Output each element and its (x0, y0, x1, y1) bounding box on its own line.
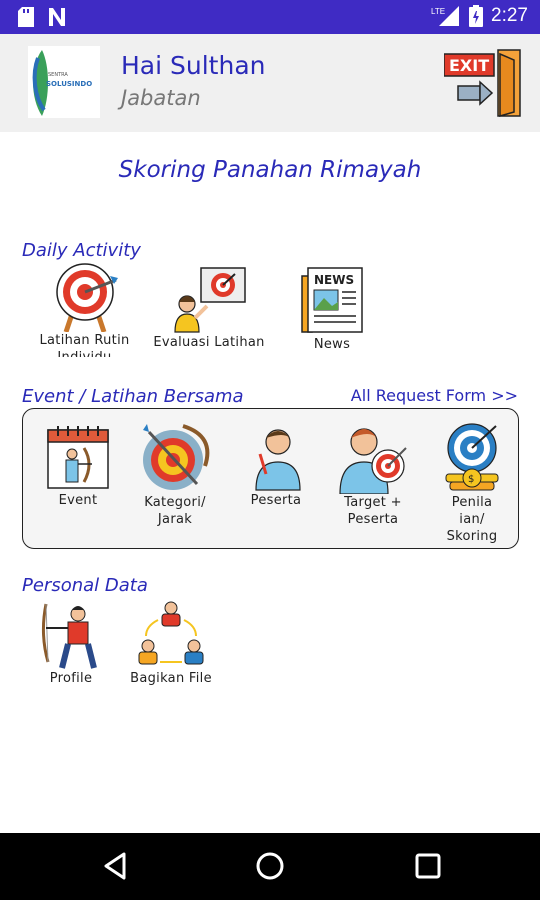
target-peserta-button[interactable]: Target + Peserta (330, 422, 416, 528)
battery-icon (469, 5, 484, 27)
presentation-target-icon (174, 267, 246, 333)
back-button-icon[interactable] (102, 851, 128, 881)
profile-button[interactable]: Profile (32, 600, 110, 687)
penilaian-label-2: ian/ (459, 512, 485, 527)
exit-button[interactable]: EXIT (443, 46, 524, 120)
evaluasi-latihan-label: Evaluasi Latihan (153, 335, 265, 350)
exit-door-icon: EXIT (443, 49, 521, 117)
jabatan-text: Jabatan (121, 86, 201, 110)
daily-activity-title: Daily Activity (22, 240, 141, 261)
app-title: Skoring Panahan Rimayah (118, 157, 422, 183)
company-logo: SENTRA SOLUSINDO (28, 46, 100, 118)
penilaian-skoring-button[interactable]: $ Penila ian/ Skoring (432, 422, 512, 545)
target-coins-icon: $ (445, 423, 499, 491)
bow-target-icon (143, 424, 210, 490)
home-button-icon[interactable] (255, 851, 285, 881)
event-button[interactable]: Event (38, 424, 118, 509)
bagikan-file-label: Bagikan File (130, 671, 212, 686)
svg-text:SENTRA: SENTRA (48, 72, 68, 78)
all-request-form-link[interactable]: All Request Form >> (350, 386, 518, 405)
share-people-icon (138, 601, 204, 665)
svg-text:LTE: LTE (431, 7, 445, 16)
peserta-label: Peserta (250, 493, 302, 508)
jarak-label: Jarak (157, 512, 193, 527)
navigation-bar (0, 833, 540, 900)
status-bar: LTE 2:27 (0, 0, 540, 34)
svg-text:EXIT: EXIT (449, 56, 489, 75)
svg-text:NEWS: NEWS (314, 273, 354, 287)
latihan-rutin-label: Latihan Rutin (39, 333, 130, 348)
penilaian-label-3: Skoring (446, 529, 498, 544)
profile-label: Profile (49, 671, 93, 686)
kategori-jarak-button[interactable]: Kategori/ Jarak (133, 422, 217, 528)
person-target-icon (339, 428, 407, 494)
peserta2-label: Peserta (347, 512, 399, 527)
recents-button-icon[interactable] (414, 851, 442, 881)
leaf-logo-icon: SENTRA SOLUSINDO (32, 50, 92, 116)
svg-text:$: $ (468, 474, 474, 485)
event-label: Event (58, 493, 98, 508)
kategori-label: Kategori/ (144, 495, 206, 510)
clock: 2:27 (491, 5, 528, 26)
penilaian-label-1: Penila (451, 495, 493, 510)
calendar-archer-icon (47, 426, 109, 489)
archery-target-stand-icon (55, 263, 118, 332)
signal-icon: LTE (431, 6, 460, 26)
personal-data-title: Personal Data (22, 575, 148, 596)
greeting-text: Hai Sulthan (121, 51, 266, 80)
archer-icon (41, 603, 97, 669)
sd-card-icon (18, 7, 34, 27)
latihan-rutin-label-line2: Individu (32, 349, 137, 357)
evaluasi-latihan-button[interactable]: Evaluasi Latihan (148, 266, 270, 351)
header: SENTRA SOLUSINDO Hai Sulthan Jabatan EXI… (0, 34, 540, 132)
newspaper-icon: NEWS (301, 267, 363, 333)
peserta-button[interactable]: Peserta (236, 424, 316, 509)
target-label: Target + (344, 495, 402, 510)
participant-icon (255, 429, 301, 491)
news-label: News (313, 337, 351, 352)
svg-text:SOLUSINDO: SOLUSINDO (46, 80, 92, 88)
event-section-title: Event / Latihan Bersama (22, 386, 244, 407)
news-button[interactable]: NEWS News (290, 266, 374, 353)
latihan-rutin-individu-button[interactable]: Latihan Rutin Individu (32, 262, 137, 357)
notification-n-icon (49, 8, 65, 26)
bagikan-file-button[interactable]: Bagikan File (122, 600, 220, 687)
